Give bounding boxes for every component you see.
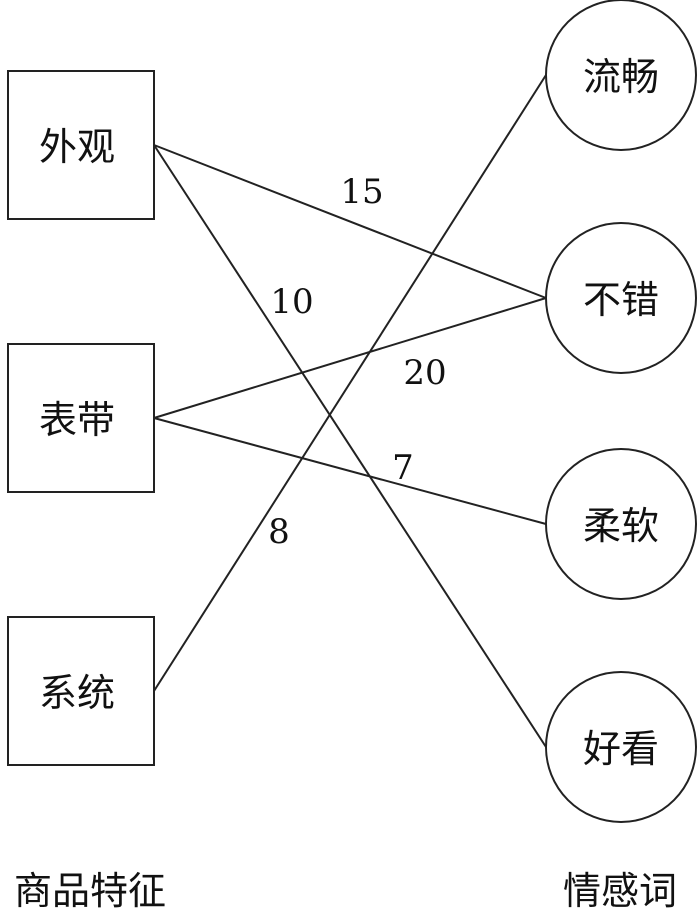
sentiment-circle	[545, 0, 697, 151]
sentiment-circle	[545, 222, 697, 374]
feature-box	[7, 616, 155, 766]
feature-box	[7, 343, 155, 493]
feature-label: 系统	[39, 671, 115, 715]
feature-label: 表带	[39, 398, 115, 442]
edge-weight-strap-soft: 7	[392, 448, 414, 488]
sentiment-circle	[545, 448, 697, 600]
sentiments-caption: 情感词	[563, 869, 678, 913]
edge-appearance-pretty	[153, 144, 547, 748]
edges-layer	[153, 74, 547, 748]
sentiment-label: 好看	[583, 727, 659, 771]
feature-box	[7, 70, 155, 220]
edge-weight-system-smooth: 8	[268, 512, 290, 552]
edge-system-smooth	[153, 74, 547, 692]
sentiment-label: 不错	[583, 278, 659, 322]
feature-label: 外观	[39, 125, 115, 169]
sentiment-label: 柔软	[583, 504, 659, 548]
features-caption: 商品特征	[14, 869, 167, 913]
sentiment-circle	[545, 671, 697, 823]
sentiment-node-pretty: 好看	[545, 671, 697, 823]
edge-strap-good	[153, 297, 547, 419]
edge-weight-appearance-good: 15	[340, 172, 383, 212]
weights-layer: 15 10 20 7 8	[268, 172, 446, 552]
edge-strap-soft	[153, 417, 547, 525]
edge-appearance-good	[153, 144, 547, 299]
sentiment-node-soft: 柔软	[545, 448, 697, 600]
sentiment-label: 流畅	[583, 55, 659, 99]
edge-weight-strap-good: 20	[403, 353, 446, 393]
sentiment-node-smooth: 流畅	[545, 0, 697, 151]
edge-weight-appearance-pretty: 10	[270, 282, 313, 322]
feature-node-strap: 表带	[7, 343, 155, 493]
feature-node-appearance: 外观	[7, 70, 155, 220]
feature-node-system: 系统	[7, 616, 155, 766]
sentiment-node-good: 不错	[545, 222, 697, 374]
